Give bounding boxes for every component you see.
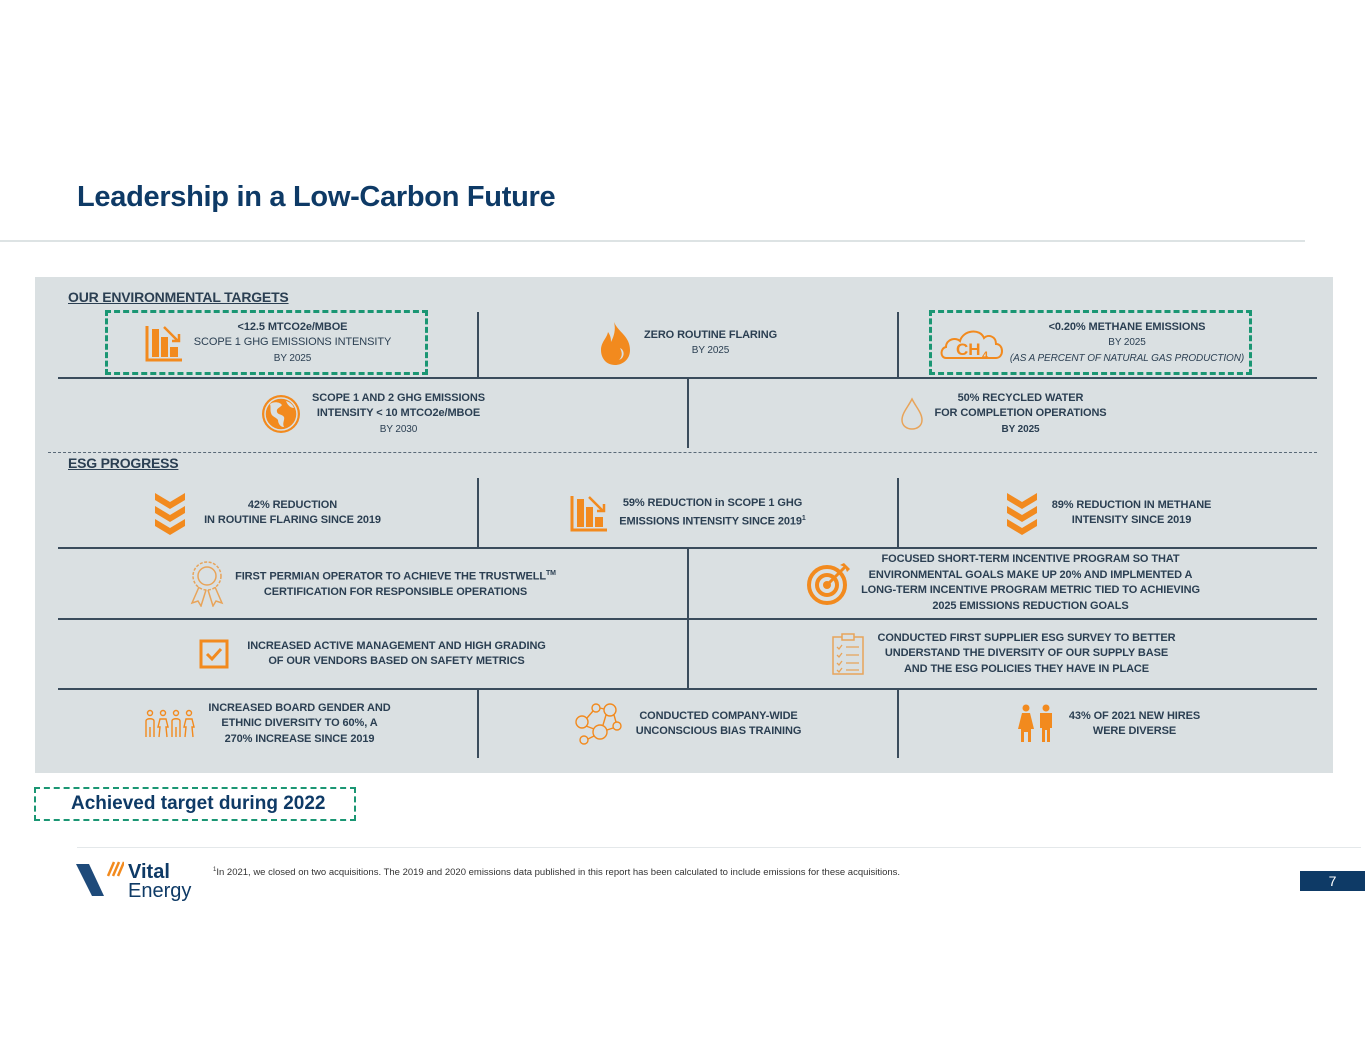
column-divider — [897, 312, 899, 378]
progress-text: 43% OF 2021 NEW HIRES WERE DIVERSE — [1068, 709, 1201, 738]
column-divider — [897, 478, 899, 548]
progress-bias-training: CONDUCTED COMPANY-WIDE UNCONSCIOUS BIAS … — [480, 692, 895, 756]
environmental-targets-heading: OUR ENVIRONMENTAL TARGETS — [68, 289, 289, 305]
legend-label: Achieved target during 2022 — [71, 793, 326, 814]
column-divider — [477, 478, 479, 548]
bar-chart-decrease-icon — [569, 493, 609, 533]
content-panel — [35, 277, 1333, 773]
column-divider — [687, 548, 689, 619]
target-text: 50% RECYCLED WATER FOR COMPLETION OPERAT… — [934, 391, 1107, 435]
bar-chart-decrease-icon — [144, 323, 184, 363]
target-text: <0.20% METHANE EMISSIONS BY 2025 (AS A P… — [1009, 320, 1245, 364]
column-divider — [687, 619, 689, 689]
progress-text: INCREASED BOARD GENDER AND ETHNIC DIVERS… — [208, 701, 391, 745]
column-divider — [477, 312, 479, 378]
chevrons-down-icon — [154, 491, 186, 535]
footnote: 1In 2021, we closed on two acquisitions.… — [213, 867, 901, 879]
flame-icon — [598, 320, 634, 366]
page-title: Leadership in a Low-Carbon Future — [77, 181, 556, 213]
globe-icon — [260, 393, 302, 435]
title-divider — [0, 240, 1305, 242]
achieved-highlight-box — [929, 310, 1252, 375]
clipboard-checklist-icon — [831, 632, 865, 676]
column-divider — [687, 378, 689, 448]
progress-incentive-program: FOCUSED SHORT-TERM INCENTIVE PROGRAM SO … — [690, 551, 1317, 615]
svg-text:4: 4 — [982, 350, 989, 362]
esg-progress-heading: ESG PROGRESS — [68, 455, 179, 471]
chevrons-down-icon — [1006, 491, 1038, 535]
water-drop-icon — [900, 397, 924, 431]
man-woman-icon — [1017, 704, 1057, 744]
progress-trustwell-certification: FIRST PERMIAN OPERATOR TO ACHIEVE THE TR… — [60, 551, 685, 615]
achieved-target-legend: Achieved target during 2022 — [34, 787, 356, 821]
achieved-highlight-box — [105, 310, 428, 375]
checkbox-icon — [199, 639, 229, 669]
progress-flaring-reduction: 42% REDUCTION IN ROUTINE FLARING SINCE 2… — [60, 482, 475, 544]
progress-supplier-survey: CONDUCTED FIRST SUPPLIER ESG SURVEY TO B… — [690, 622, 1317, 686]
progress-new-hires-diversity: 43% OF 2021 NEW HIRES WERE DIVERSE — [900, 692, 1317, 756]
page-number: 7 — [1300, 871, 1365, 891]
progress-text: CONDUCTED FIRST SUPPLIER ESG SURVEY TO B… — [877, 631, 1176, 675]
logo-mark-icon — [76, 860, 126, 903]
progress-text: INCREASED ACTIVE MANAGEMENT AND HIGH GRA… — [247, 639, 546, 668]
target-text: SCOPE 1 AND 2 GHG EMISSIONS INTENSITY < … — [312, 391, 485, 435]
row-divider — [58, 688, 1317, 690]
people-group-icon — [144, 709, 196, 739]
target-zero-flaring: ZERO ROUTINE FLARING BY 2025 — [480, 315, 895, 371]
progress-text: 59% REDUCTION in SCOPE 1 GHG EMISSIONS I… — [619, 496, 806, 528]
target-text: ZERO ROUTINE FLARING BY 2025 — [643, 328, 778, 357]
trademark-mark: TM — [545, 569, 556, 577]
progress-scope1-reduction: 59% REDUCTION in SCOPE 1 GHG EMISSIONS I… — [480, 482, 895, 544]
footnote-marker: 1 — [801, 515, 806, 523]
target-scope1-intensity: <12.5 MTCO2e/MBOE SCOPE 1 GHG EMISSIONS … — [110, 315, 425, 371]
progress-vendor-management: INCREASED ACTIVE MANAGEMENT AND HIGH GRA… — [60, 622, 685, 686]
progress-text: FOCUSED SHORT-TERM INCENTIVE PROGRAM SO … — [861, 553, 1200, 612]
progress-text: CONDUCTED COMPANY-WIDE UNCONSCIOUS BIAS … — [635, 709, 802, 738]
progress-text: FIRST PERMIAN OPERATOR TO ACHIEVE THE TR… — [235, 569, 556, 598]
progress-text: 89% REDUCTION IN METHANE INTENSITY SINCE… — [1051, 498, 1212, 527]
column-divider — [897, 689, 899, 758]
target-icon — [807, 561, 851, 605]
column-divider — [477, 689, 479, 758]
vital-energy-logo: Vital Energy — [76, 860, 191, 903]
progress-methane-reduction: 89% REDUCTION IN METHANE INTENSITY SINCE… — [900, 482, 1317, 544]
section-divider — [48, 452, 1317, 453]
target-recycled-water: 50% RECYCLED WATER FOR COMPLETION OPERAT… — [690, 384, 1317, 444]
progress-text: 42% REDUCTION IN ROUTINE FLARING SINCE 2… — [204, 498, 381, 527]
footer-divider — [77, 847, 1361, 848]
award-ribbon-icon — [189, 559, 225, 607]
target-text: <12.5 MTCO2e/MBOE SCOPE 1 GHG EMISSIONS … — [193, 320, 392, 364]
network-people-icon — [574, 702, 622, 746]
svg-text:CH: CH — [956, 340, 981, 359]
target-scope1-2-intensity: SCOPE 1 AND 2 GHG EMISSIONS INTENSITY < … — [60, 384, 685, 444]
progress-board-diversity: INCREASED BOARD GENDER AND ETHNIC DIVERS… — [60, 692, 475, 756]
